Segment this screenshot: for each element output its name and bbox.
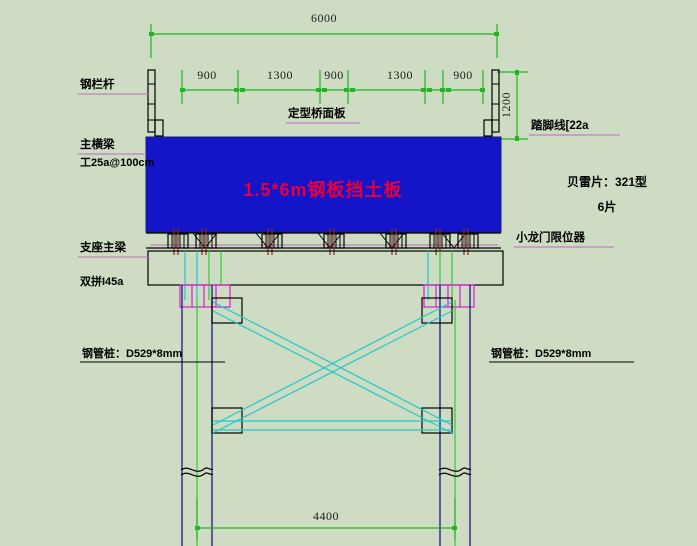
annotation-pile-left: 钢管桩：D529*8mm bbox=[80, 346, 225, 363]
brace-node-top-right bbox=[421, 297, 453, 324]
annotation-deck-plate: 定型桥面板 bbox=[286, 106, 360, 124]
dimension-segment-1: 900 bbox=[197, 68, 217, 82]
annotation-main-beam-spec: 工25a@100cm bbox=[80, 156, 155, 169]
cross-bracing bbox=[211, 297, 453, 434]
annotation-pile-left-label: 钢管桩：D529*8mm bbox=[82, 346, 182, 360]
dimension-segments-row: 900 1300 900 1300 900 bbox=[180, 68, 485, 104]
pile-cap-right bbox=[423, 284, 475, 308]
panel-center-label: 1.5*6m钢板挡土板 bbox=[243, 179, 402, 200]
railing-post-right bbox=[483, 69, 500, 137]
bearing-girder bbox=[147, 250, 504, 286]
dimension-railing-height: 1200 bbox=[497, 70, 528, 141]
annotation-toe-board: 踏脚线[22a bbox=[529, 118, 620, 136]
dimension-segment-3: 900 bbox=[324, 68, 344, 82]
annotation-pile-right: 钢管桩：D529*8mm bbox=[489, 346, 634, 363]
bailey-note-line-2: 6片 bbox=[598, 199, 617, 214]
dimension-segment-4: 1300 bbox=[387, 68, 413, 82]
dimension-overall-label: 6000 bbox=[311, 11, 337, 25]
bailey-truss-assembly bbox=[146, 228, 501, 255]
dimension-bottom-4400: 4400 bbox=[195, 498, 457, 540]
railing-post-left bbox=[147, 69, 164, 137]
dimension-railing-height-label: 1200 bbox=[499, 92, 513, 118]
annotation-gantry-limiter: 小龙门限位器 bbox=[514, 230, 614, 248]
annotation-main-beam-label: 主横梁 bbox=[80, 137, 115, 151]
annotation-toe-board-label: 踏脚线[22a bbox=[531, 118, 589, 132]
steel-retaining-panel: 1.5*6m钢板挡土板 bbox=[145, 136, 502, 233]
annotation-deck-plate-label: 定型桥面板 bbox=[288, 106, 346, 120]
annotation-railing: 钢栏杆 bbox=[78, 77, 148, 95]
annotation-pile-right-label: 钢管桩：D529*8mm bbox=[491, 346, 591, 360]
brace-node-top-left bbox=[211, 297, 243, 324]
annotation-bearing-girder: 支座主梁 双拼I45a bbox=[78, 240, 148, 288]
annotation-main-beam: 主横梁 工25a@100cm bbox=[78, 137, 155, 169]
dimension-overall-6000: 6000 bbox=[149, 11, 499, 58]
bailey-note-line-1: 贝雷片：321型 bbox=[567, 174, 647, 189]
annotation-bearing-girder-label: 支座主梁 bbox=[79, 240, 126, 254]
dimension-bottom-label: 4400 bbox=[313, 509, 339, 523]
dimension-segment-2: 1300 bbox=[267, 68, 293, 82]
annotation-bearing-girder-spec: 双拼I45a bbox=[80, 274, 124, 288]
annotation-bailey-note: 贝雷片：321型 6片 bbox=[567, 174, 647, 214]
annotation-gantry-limiter-label: 小龙门限位器 bbox=[515, 230, 585, 244]
dimension-segment-5: 900 bbox=[453, 68, 473, 82]
annotation-railing-label: 钢栏杆 bbox=[80, 77, 115, 91]
